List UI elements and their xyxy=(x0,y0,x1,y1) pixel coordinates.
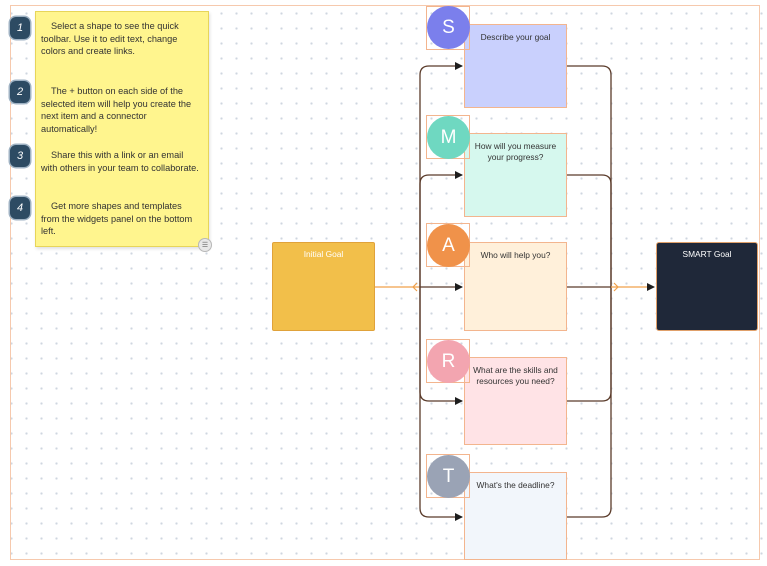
step-a-question: Who will help you? xyxy=(480,250,551,260)
note-3-badge: 3 xyxy=(10,145,30,167)
step-r-card[interactable]: What are the skills and resources you ne… xyxy=(464,357,567,445)
junction-left-chevron xyxy=(412,282,418,292)
note-2-badge: 2 xyxy=(10,81,30,103)
step-m-question: How will you measure your progress? xyxy=(474,141,557,162)
smart-goal-card[interactable]: SMART Goal xyxy=(656,242,758,331)
connector-from-s[interactable] xyxy=(567,65,612,287)
note-4-text: Get more shapes and templates from the w… xyxy=(41,201,193,236)
note-1-text: Select a shape to see the quick toolbar.… xyxy=(41,21,179,56)
connector-from-t[interactable] xyxy=(567,287,612,518)
step-t-question: What's the deadline? xyxy=(476,480,555,490)
step-m-card[interactable]: How will you measure your progress? xyxy=(464,133,567,217)
step-a-card[interactable]: Who will help you? xyxy=(464,242,567,331)
connector-to-s[interactable] xyxy=(419,62,463,287)
step-t-card[interactable]: What's the deadline? xyxy=(464,472,567,560)
connector-to-t[interactable] xyxy=(419,287,463,521)
step-r-circle[interactable]: R xyxy=(427,340,470,383)
initial-goal-label: Initial Goal xyxy=(303,249,344,259)
stack-icon[interactable]: ☰ xyxy=(198,238,212,252)
note-4-badge: 4 xyxy=(10,197,30,219)
note-3-text: Share this with a link or an email with … xyxy=(41,150,199,173)
step-s-circle[interactable]: S xyxy=(427,6,470,49)
step-s-card[interactable]: Describe your goal xyxy=(464,24,567,108)
connector-from-m[interactable] xyxy=(567,174,612,287)
board-frame xyxy=(10,5,760,560)
step-t-circle[interactable]: T xyxy=(427,455,470,498)
junction-right-chevron xyxy=(613,282,619,292)
smart-goal-label: SMART Goal xyxy=(682,249,732,259)
step-r-question: What are the skills and resources you ne… xyxy=(473,365,558,386)
step-a-circle[interactable]: A xyxy=(427,224,470,267)
connector-from-r[interactable] xyxy=(567,287,612,402)
connector-to-m[interactable] xyxy=(419,171,463,287)
note-2-text: The + button on each side of the selecte… xyxy=(41,86,192,134)
note-1-badge: 1 xyxy=(10,17,30,39)
step-m-circle[interactable]: M xyxy=(427,116,470,159)
step-s-question: Describe your goal xyxy=(480,32,551,42)
initial-goal-card[interactable]: Initial Goal xyxy=(272,242,375,331)
instructions-sticky-note[interactable]: Select a shape to see the quick toolbar.… xyxy=(35,11,209,247)
